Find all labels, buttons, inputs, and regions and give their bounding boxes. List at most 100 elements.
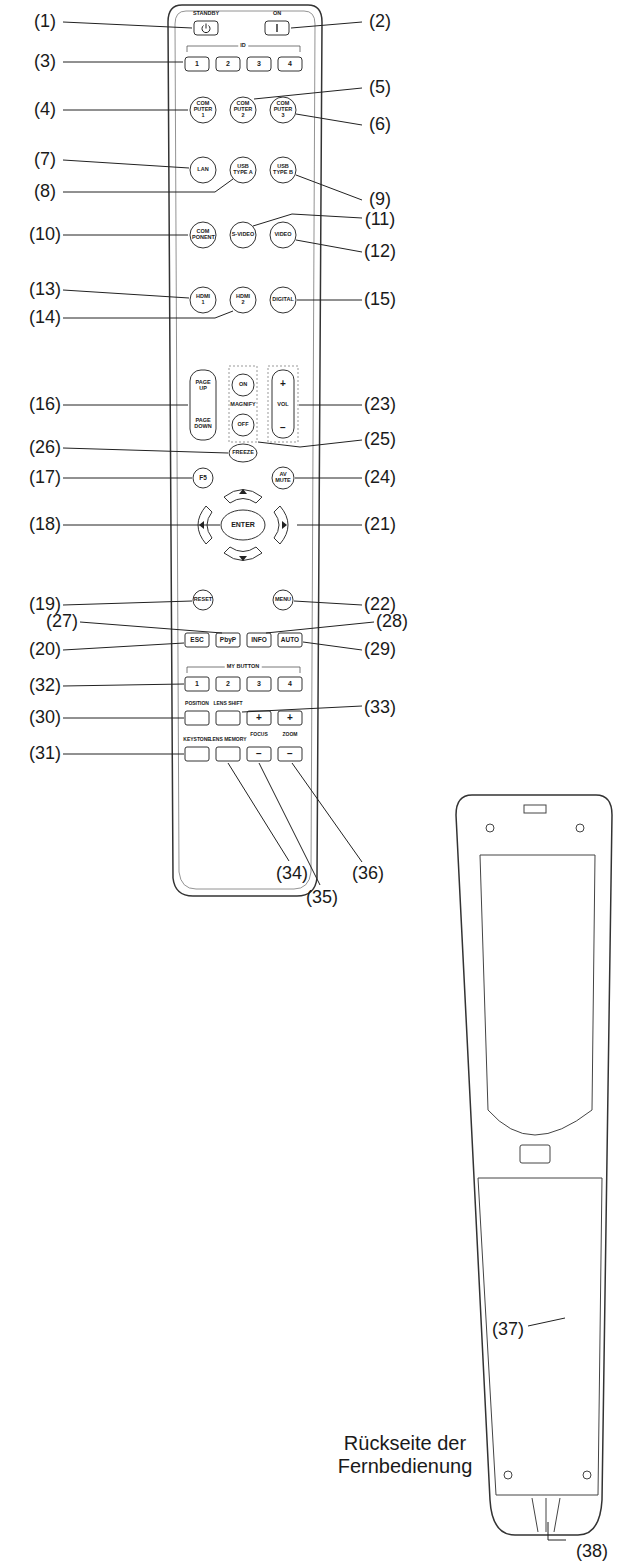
callout-number: (12) (364, 242, 396, 262)
leader-lines-part (63, 110, 188, 111)
remote-back-details-part (480, 855, 595, 1135)
arrow-key-triangles-part (282, 521, 287, 529)
button-label: KEYSTONE (183, 737, 210, 742)
remote-buttons-part (185, 633, 209, 647)
callout-number: (33) (364, 698, 396, 718)
remote-back-body-part (456, 795, 612, 1535)
remote-back-details-part (504, 1471, 512, 1479)
callout-number: (8) (34, 182, 56, 202)
group-label: MY BUTTON (225, 664, 262, 670)
leader-lines-part (253, 214, 362, 226)
remote-buttons-part (230, 287, 256, 313)
remote-buttons-part (247, 711, 271, 725)
remote-buttons-part (247, 633, 271, 647)
button-label: LAN (197, 167, 208, 173)
button-label: USB TYPE B (273, 164, 293, 176)
remote-buttons-part (185, 711, 209, 725)
remote-buttons-part (278, 633, 302, 647)
remote-back-details-part (486, 824, 494, 832)
remote-buttons-part (224, 547, 262, 561)
remote-buttons-part (268, 366, 298, 442)
button-label: COM PONENT (192, 229, 214, 241)
button-label: LENS MEMORY (209, 737, 246, 742)
leader-lines-part (63, 643, 184, 650)
remote-buttons-part (232, 414, 254, 436)
callout-number: (36) (352, 864, 384, 884)
arrow-key-triangles-part (239, 556, 247, 561)
remote-buttons-part (185, 747, 209, 761)
callout-number: (34) (276, 864, 308, 884)
remote-back-body (456, 795, 612, 1535)
remote-buttons-part (230, 222, 256, 248)
leader-lines-part (63, 235, 188, 236)
button-label: PAGE UP (193, 380, 213, 392)
button-label: PbyP (220, 637, 236, 644)
button-label: − (280, 423, 286, 434)
remote-buttons-part (216, 711, 240, 725)
remote-buttons-part (270, 157, 296, 183)
callout-number: (27) (46, 612, 78, 632)
leader-lines-part (297, 300, 362, 301)
button-label: POSITION (185, 701, 209, 706)
group-brackets (187, 46, 300, 673)
leader-lines-part (299, 405, 362, 406)
button-label: AUTO (281, 637, 299, 644)
button-label: 3 (257, 680, 261, 687)
view-caption: Rückseite der Fernbedienung (330, 1432, 480, 1478)
leader-lines-part (80, 622, 222, 633)
button-label: FOCUS (250, 732, 268, 737)
button-label: 1 (195, 680, 199, 687)
callout-number: (5) (369, 78, 391, 98)
button-label: HDMI 2 (234, 294, 252, 306)
remote-buttons-part (273, 590, 293, 610)
callout-number: (24) (364, 468, 396, 488)
callout-number: (16) (29, 395, 61, 415)
leader-lines-part (63, 718, 184, 719)
callout-number: (38) (576, 1542, 608, 1562)
callout-number: (10) (29, 225, 61, 245)
callout-number: (30) (29, 708, 61, 728)
button-label: COM PUTER 2 (233, 101, 253, 118)
leader-lines-part (63, 22, 192, 28)
callout-number: (6) (369, 115, 391, 135)
leader-lines-part (242, 706, 362, 712)
remote-buttons-part (221, 510, 265, 540)
button-label: + (287, 713, 293, 724)
leader-lines-part (292, 763, 362, 862)
leader-lines-part (63, 160, 189, 168)
leader-lines-part (63, 311, 233, 318)
leader-lines-part (63, 179, 233, 192)
callout-number: (21) (364, 515, 396, 535)
remote-buttons-part (190, 157, 216, 183)
leader-lines-part (548, 1522, 566, 1540)
callout-number: (7) (34, 150, 56, 170)
remote-buttons-part (247, 677, 271, 691)
button-label: OFF (238, 422, 249, 428)
leader-lines-part (63, 405, 188, 406)
button-label: VIDEO (274, 232, 291, 238)
remote-buttons-part (278, 747, 302, 761)
callout-number: (2) (369, 12, 391, 32)
remote-buttons-part (229, 444, 257, 462)
button-symbols (202, 24, 277, 33)
button-label: FREEZE (232, 450, 254, 456)
callout-number: (23) (364, 395, 396, 415)
remote-buttons-part (190, 97, 216, 123)
leader-lines (63, 22, 566, 1540)
button-label: 2 (226, 60, 230, 67)
callout-number: (28) (376, 612, 408, 632)
remote-back-details-part (576, 824, 584, 832)
group-label: ID (238, 43, 248, 49)
button-label: AV MUTE (274, 472, 292, 484)
callout-number: (17) (29, 468, 61, 488)
callout-number: (31) (29, 744, 61, 764)
button-label: 4 (288, 680, 292, 687)
remote-buttons-part (272, 467, 294, 489)
remote-buttons-part (185, 677, 209, 691)
leader-lines-part (63, 290, 189, 298)
remote-back-details-part (478, 1178, 602, 1495)
leader-lines-part (296, 175, 362, 200)
leader-lines-part (295, 478, 362, 479)
button-label: DIGITAL (272, 297, 294, 303)
